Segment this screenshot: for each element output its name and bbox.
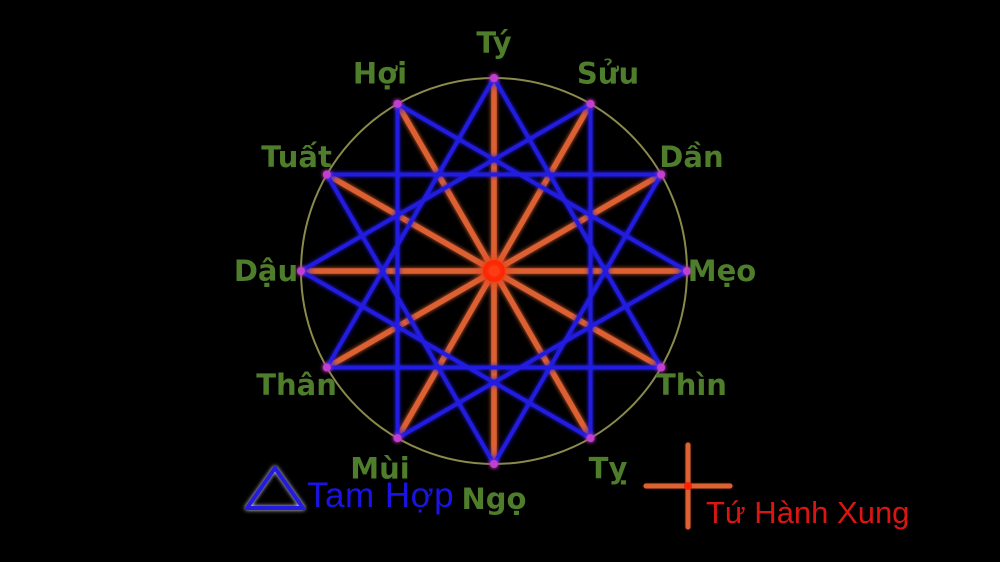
- sign-label-8: Thân: [256, 368, 337, 402]
- tam-hop-lines: [299, 76, 689, 466]
- tam-hop-triangle-2: [324, 172, 664, 466]
- vertex-dot-30: [586, 99, 595, 108]
- tu-hanh-xung-label: Tứ Hành Xung: [706, 495, 910, 530]
- vertex-dot-240: [322, 363, 331, 372]
- vertex-dot-210: [393, 434, 402, 443]
- vertex-dot-0: [490, 74, 498, 82]
- sign-label-7: Mùi: [350, 451, 409, 485]
- tam-hop-triangle-4: [299, 101, 593, 441]
- vertex-dot-300: [322, 170, 331, 179]
- center-burst: [483, 260, 505, 282]
- tam-hop-label: Tam Hợp: [307, 476, 455, 515]
- sign-label-3: Mẹo: [688, 254, 756, 288]
- sign-label-10: Tuất: [261, 140, 332, 174]
- tam-hop-triangle-3: [395, 101, 689, 441]
- center-core: [488, 265, 500, 277]
- sign-label-1: Sửu: [577, 57, 639, 91]
- tu-hanh-xung-lines: [298, 75, 690, 467]
- vertex-dot-60: [657, 170, 666, 179]
- vertex-dot-270: [297, 267, 305, 275]
- tu-hanh-xung-cross-icon: [643, 442, 733, 530]
- vertex-dot-90: [683, 267, 691, 275]
- sign-label-2: Dần: [659, 140, 723, 174]
- sign-label-6: Ngọ: [462, 482, 527, 516]
- vertex-dot-150: [586, 434, 595, 443]
- vertex-dot-120: [657, 363, 666, 372]
- sign-label-4: Thìn: [656, 368, 727, 402]
- sign-label-11: Hợi: [353, 57, 407, 91]
- vertex-dot-330: [393, 99, 402, 108]
- sign-label-0: Tý: [476, 26, 511, 60]
- vertex-dots: [297, 74, 691, 468]
- tam-hop-triangle-1: [324, 76, 664, 370]
- sign-label-5: Tỵ: [589, 451, 628, 485]
- sign-label-9: Dậu: [234, 254, 298, 288]
- vertex-dot-180: [490, 460, 498, 468]
- tam-hop-triangle-icon: [245, 466, 305, 510]
